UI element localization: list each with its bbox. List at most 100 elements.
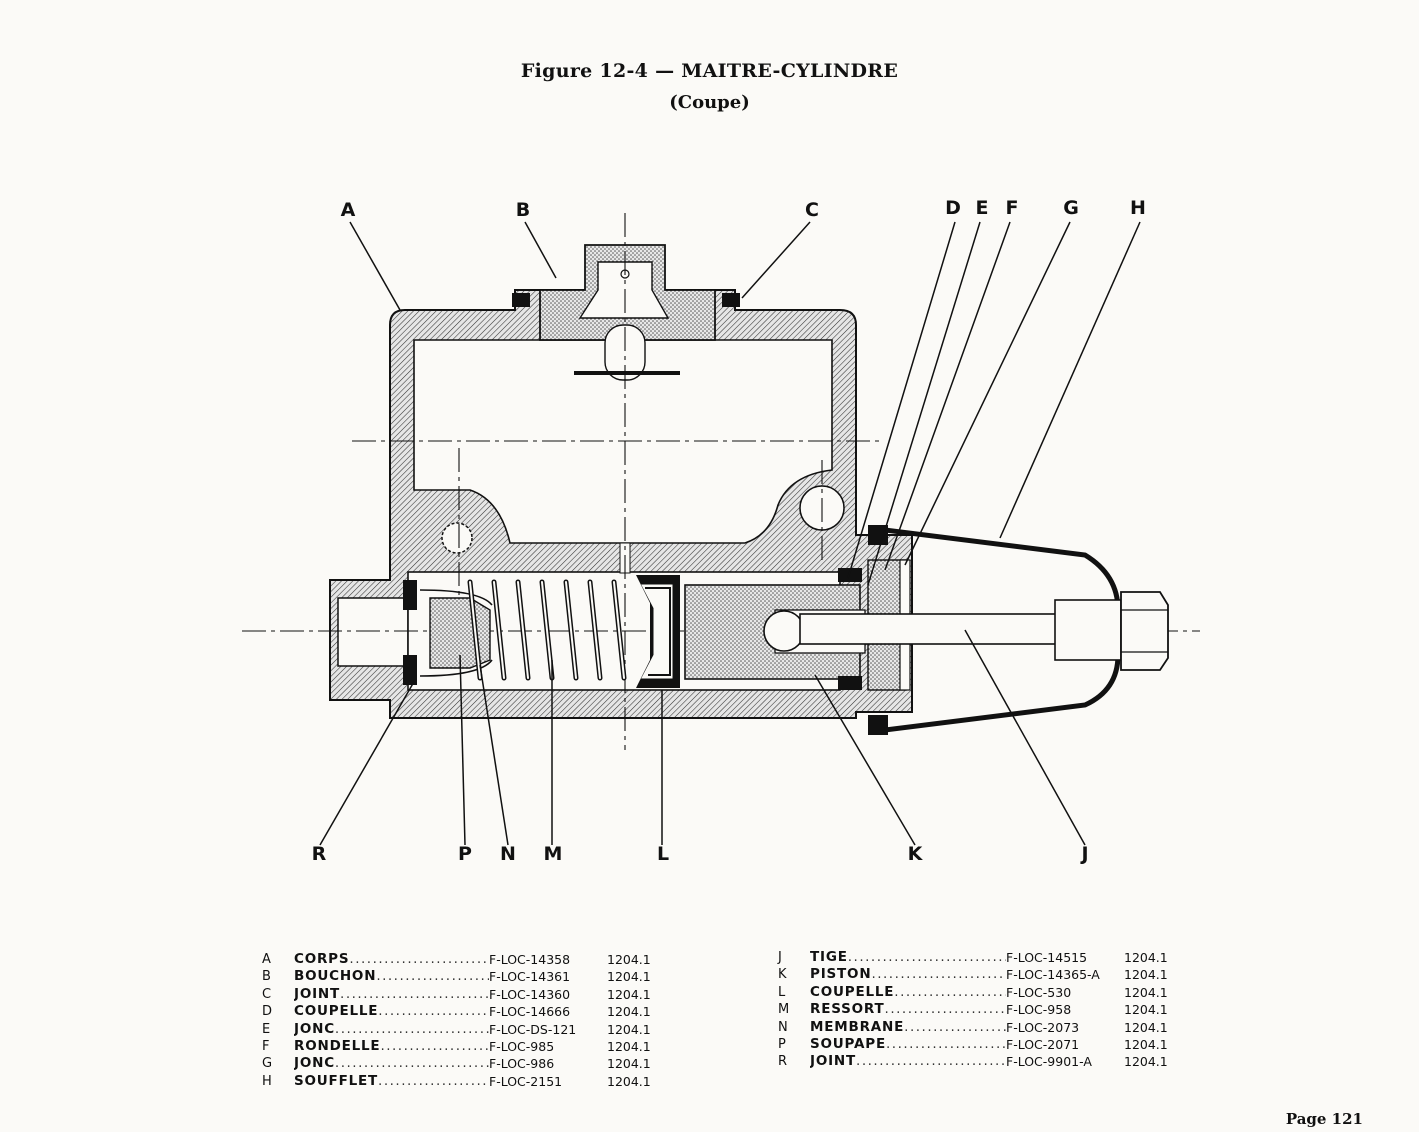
part-letter: H — [262, 1073, 272, 1089]
part-code: 1204.1 — [1124, 967, 1168, 983]
part-code: 1204.1 — [607, 1004, 651, 1020]
page-number: Page 121 — [1285, 1110, 1363, 1128]
part-name: COUPELLE — [810, 983, 895, 1000]
part-reference: F-LOC-DS-121 — [489, 1021, 577, 1037]
callout-c: C — [805, 199, 819, 221]
part-code: 1204.1 — [1124, 1054, 1168, 1070]
part-name: BOUCHON — [294, 968, 377, 985]
part-name-cell: JOINT ..................................… — [294, 986, 489, 1003]
part-name-cell: RESSORT ................................… — [810, 1001, 1006, 1018]
parts-list-row: P SOUPAPE ...............................… — [778, 1036, 1168, 1053]
part-name: RONDELLE — [294, 1038, 381, 1055]
part-name-cell: JOINT ..................................… — [810, 1053, 1006, 1070]
part-reference: F-LOC-986 — [489, 1056, 555, 1072]
part-name: SOUFFLET — [294, 1072, 379, 1089]
callout-r: R — [312, 843, 327, 865]
part-name: JOINT — [810, 1053, 857, 1070]
parts-list-row: A CORPS .................................… — [262, 951, 651, 968]
part-code: 1204.1 — [1124, 1002, 1168, 1018]
callout-l: L — [657, 843, 669, 865]
part-letter: P — [778, 1037, 786, 1053]
part-letter: A — [262, 952, 271, 967]
part-letter: R — [778, 1054, 788, 1070]
part-code: 1204.1 — [607, 969, 651, 985]
part-code: 1204.1 — [607, 1073, 651, 1089]
callout-g: G — [1063, 197, 1079, 219]
part-code: 1204.1 — [607, 1039, 651, 1055]
leader-dots: ........................................ — [904, 1018, 1006, 1035]
leader-dots: ........................................ — [334, 1055, 489, 1072]
cap-bouchon — [512, 244, 740, 381]
part-letter: K — [778, 967, 787, 983]
parts-list-row: C JOINT .................................… — [262, 986, 651, 1003]
cup-coupelle-l — [636, 575, 680, 688]
leader-dots: ........................................ — [334, 1020, 489, 1037]
part-name: JOINT — [294, 985, 341, 1002]
part-code: 1204.1 — [1124, 1019, 1168, 1035]
parts-list-row: R JOINT .................................… — [778, 1053, 1168, 1070]
part-reference: F-LOC-985 — [489, 1039, 555, 1055]
part-letter: M — [778, 1002, 790, 1018]
part-letter: J — [778, 950, 782, 965]
leader-dots: ........................................ — [847, 949, 1006, 965]
part-letter: G — [262, 1056, 273, 1072]
joint-seal-r — [403, 580, 417, 610]
part-letter: D — [262, 1004, 273, 1020]
figure-subtitle: (Coupe) — [669, 92, 750, 113]
parts-list-row: B BOUCHON ...............................… — [262, 968, 651, 985]
leader-dots: ........................................ — [349, 951, 489, 967]
parts-list-row: N MEMBRANE ..............................… — [778, 1019, 1168, 1036]
part-name-cell: MEMBRANE ...............................… — [810, 1019, 1006, 1036]
callout-m: M — [544, 843, 563, 865]
part-name-cell: SOUFFLET ...............................… — [294, 1073, 489, 1090]
part-name: COUPELLE — [294, 1003, 379, 1020]
part-name-cell: JONC ...................................… — [294, 1055, 489, 1072]
leader-dots: ........................................ — [376, 968, 489, 985]
push-rod-tige — [799, 591, 1169, 671]
callout-d: D — [945, 197, 961, 219]
part-code: 1204.1 — [1124, 950, 1168, 965]
part-letter: C — [262, 986, 272, 1002]
part-name-cell: CORPS ..................................… — [294, 951, 489, 968]
callout-h: H — [1130, 197, 1146, 219]
leader-dots: ........................................ — [856, 1053, 1006, 1070]
parts-list-row: F RONDELLE ..............................… — [262, 1038, 651, 1055]
part-letter: B — [262, 969, 271, 985]
leader-dots: ........................................ — [378, 1072, 489, 1089]
parts-list-row: G JONC ..................................… — [262, 1055, 651, 1072]
figure-title-block: Figure 12-4 — MAITRE-CYLINDRE (Coupe) — [0, 60, 1419, 113]
part-letter: F — [262, 1039, 270, 1055]
part-name: JONC — [294, 1020, 335, 1037]
callout-j: J — [1079, 843, 1088, 865]
part-name-cell: RONDELLE ...............................… — [294, 1038, 489, 1055]
callout-b: B — [516, 199, 530, 221]
part-reference: F-LOC-14361 — [489, 969, 571, 985]
leader-lines — [319, 221, 1141, 846]
part-name-cell: JONC ...................................… — [294, 1021, 489, 1038]
part-reference: F-LOC-14365-A — [1006, 967, 1100, 983]
part-reference: F-LOC-530 — [1006, 984, 1072, 1000]
part-reference: F-LOC-958 — [1006, 1002, 1072, 1018]
part-reference: F-LOC-14666 — [489, 1004, 571, 1020]
callout-k: K — [908, 843, 924, 865]
part-name-cell: PISTON .................................… — [810, 966, 1006, 983]
part-code: 1204.1 — [607, 1056, 651, 1072]
part-name-cell: SOUPAPE ................................… — [810, 1036, 1006, 1053]
part-code: 1204.1 — [607, 986, 651, 1002]
part-letter: L — [778, 984, 786, 1000]
parts-list-row: H SOUFFLET ..............................… — [262, 1073, 651, 1090]
parts-list-row: K PISTON ................................… — [778, 966, 1168, 983]
leader-dots: ........................................ — [885, 1036, 1006, 1053]
callout-e: E — [976, 197, 989, 219]
parts-list-row: M RESSORT ...............................… — [778, 1001, 1168, 1018]
part-code: 1204.1 — [607, 952, 651, 967]
part-reference: F-LOC-9901-A — [1006, 1054, 1092, 1070]
part-letter: N — [778, 1019, 788, 1035]
part-code: 1204.1 — [607, 1021, 651, 1037]
leader-dots: ........................................ — [894, 983, 1006, 1000]
part-code: 1204.1 — [1124, 1037, 1168, 1053]
